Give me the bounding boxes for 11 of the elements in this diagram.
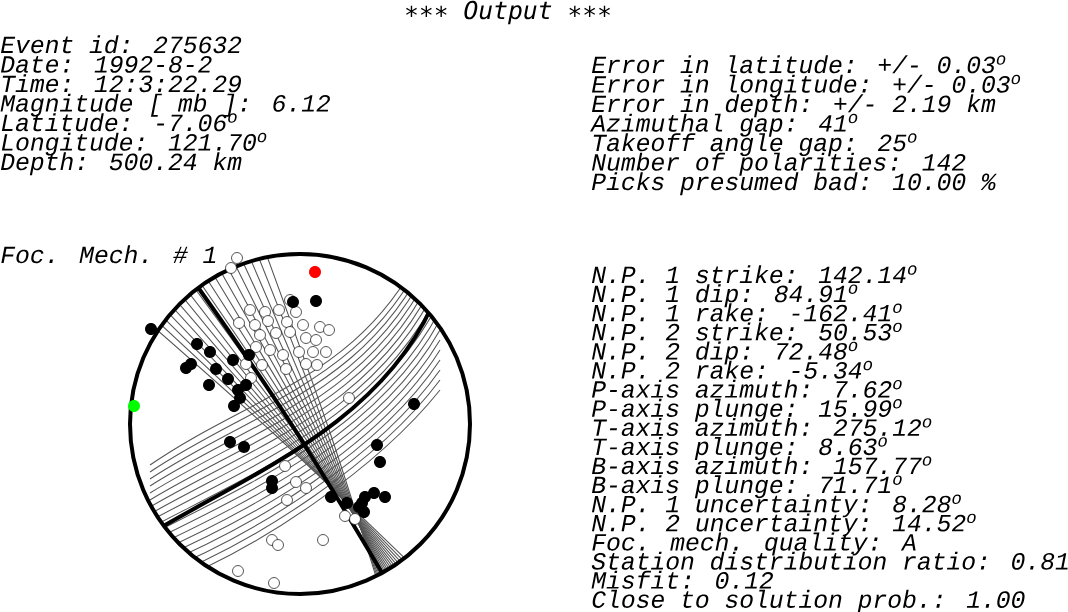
info-text: Time: 12:3:22.29: [2, 74, 241, 93]
info-text: Close to solution prob.: 1.00: [592, 589, 1025, 612]
info-text: N.P. 2 strike: 50.53$^{o}$: [591, 322, 902, 341]
info-text: Misfit: 0.12: [591, 570, 773, 589]
info-text: Event id: 275632: [0, 35, 242, 54]
info-text: Date: 1992-8-2: [0, 56, 212, 73]
title: ∗∗∗ Output ∗∗∗: [406, 0, 610, 25]
info-text: P-axis azimuth: 7.62$^{o}$: [591, 379, 902, 398]
info-text: Foc. Mech. # 1: [1, 245, 216, 264]
info-text: N.P. 1 strike: 142.14$^{o}$: [591, 265, 917, 284]
info-text: Error in latitude: +/- 0.03$^{o}$: [591, 55, 1006, 74]
